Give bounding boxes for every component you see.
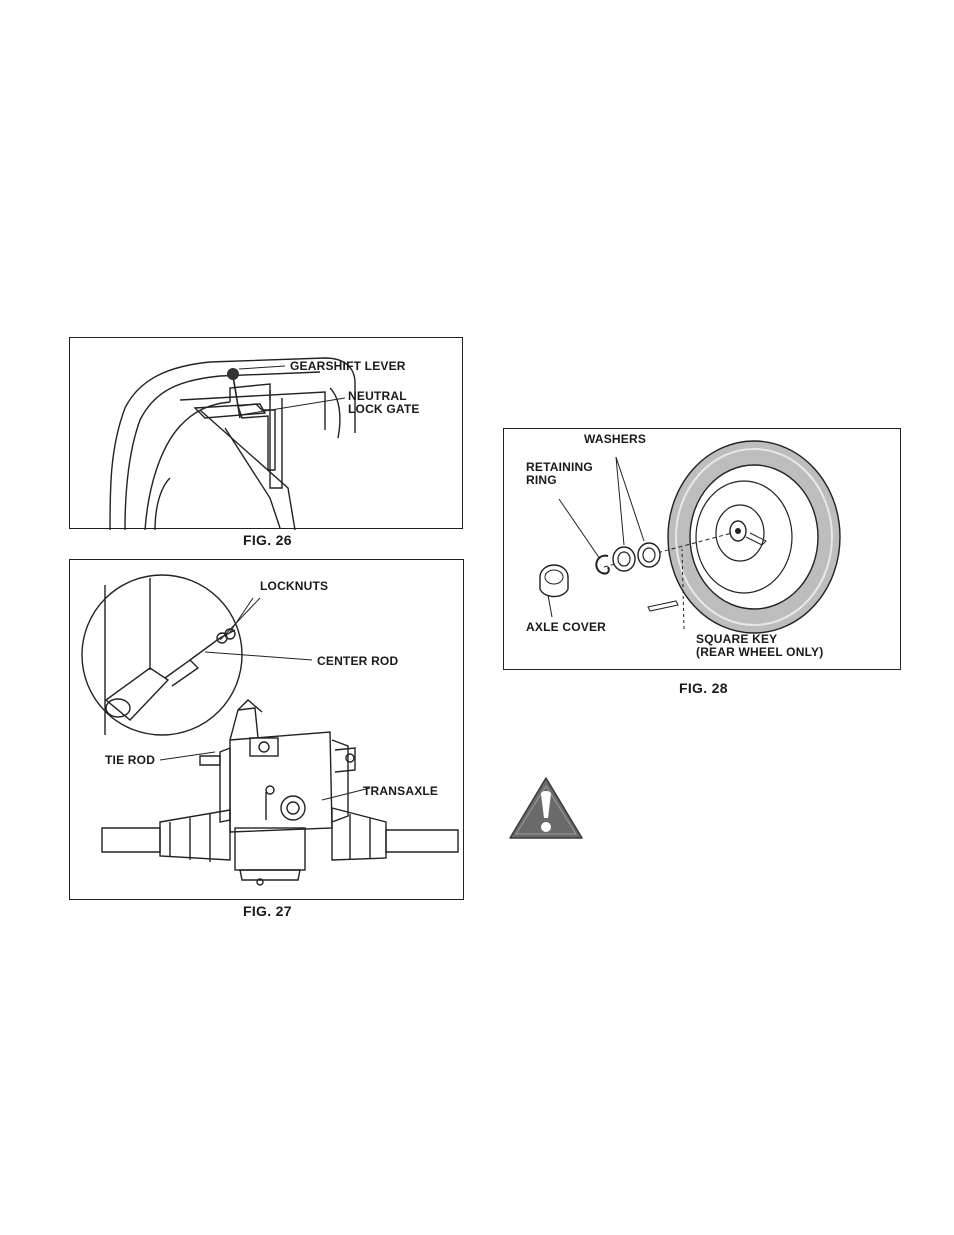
tie-rod-label: TIE ROD	[105, 754, 155, 767]
axle-cover-label: AXLE COVER	[526, 621, 606, 634]
warning-triangle-icon	[508, 776, 584, 840]
figure-26-panel: GEARSHIFT LEVER NEUTRAL LOCK GATE	[69, 337, 463, 529]
retaining-ring-label: RETAINING RING	[526, 461, 593, 487]
locknuts-label: LOCKNUTS	[260, 580, 328, 593]
transaxle-illustration	[70, 560, 465, 901]
fig-26-caption: FIG. 26	[243, 532, 292, 548]
fig-27-caption: FIG. 27	[243, 903, 292, 919]
gearshift-lever-label: GEARSHIFT LEVER	[290, 360, 406, 373]
figure-28-panel: WASHERS RETAINING RING AXLE COVER SQUARE…	[503, 428, 901, 670]
fig-28-caption: FIG. 28	[679, 680, 728, 696]
figure-27-panel: LOCKNUTS CENTER ROD TIE ROD TRANSAXLE	[69, 559, 464, 900]
neutral-lock-gate-label: NEUTRAL LOCK GATE	[348, 390, 420, 416]
washers-label: WASHERS	[584, 433, 646, 446]
square-key-label: SQUARE KEY (REAR WHEEL ONLY)	[696, 633, 823, 659]
center-rod-label: CENTER ROD	[317, 655, 398, 668]
transaxle-label: TRANSAXLE	[363, 785, 438, 798]
